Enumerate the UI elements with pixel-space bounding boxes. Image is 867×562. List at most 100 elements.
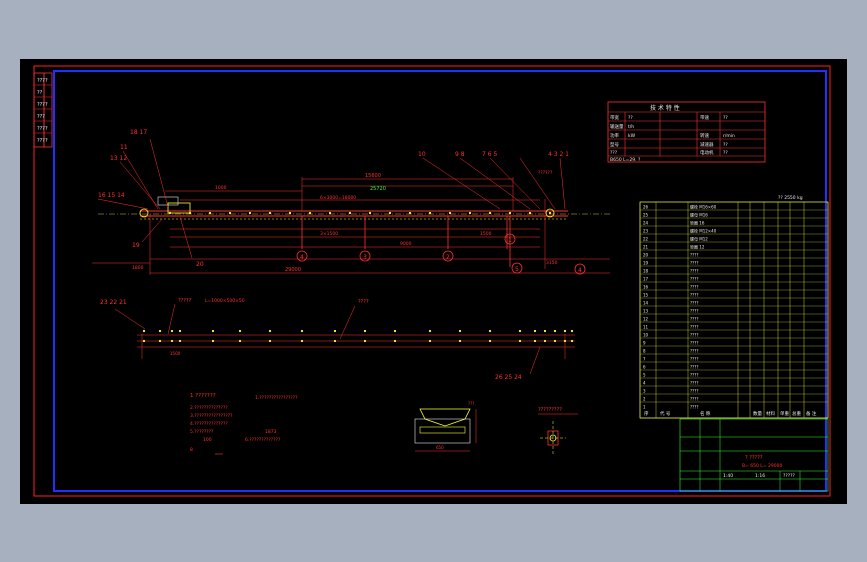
bom-row-index: 13 xyxy=(643,309,649,314)
bom-row-name: 螺母 M12 xyxy=(690,236,708,242)
head-pulley-icon xyxy=(545,208,555,218)
bom-row-name: ???? xyxy=(690,341,699,346)
bom-row-name: ???? xyxy=(690,309,699,314)
detail-title: ????????? xyxy=(538,407,562,413)
tech-spec-r3c3: ?? xyxy=(723,142,728,148)
idler-dot xyxy=(408,211,412,215)
support-dot xyxy=(363,339,367,343)
bom-row-index: 16 xyxy=(643,285,649,290)
support-dot xyxy=(142,339,146,343)
callout-18-17: 18 17 xyxy=(130,129,147,136)
bom-row-name: ???? xyxy=(690,269,699,274)
bom-header-3: 数量 xyxy=(753,410,762,417)
dim-height-left: 1800 xyxy=(132,265,144,271)
bom-row-index: 12 xyxy=(643,317,649,322)
bom-row-index: 5 xyxy=(643,373,646,378)
bom-weight-note: ?? 2550 kg xyxy=(778,195,803,201)
drawing-canvas: ???? ?? ???? ??? ???? ???? 技 术 特 性 带宽 ??… xyxy=(20,59,847,504)
axis-label-5: 4 xyxy=(578,267,582,274)
dim-spacing-a: 1000 xyxy=(215,185,227,191)
support-dot xyxy=(238,329,242,333)
title-scale-0: 1:40 xyxy=(723,473,733,479)
support-dot xyxy=(563,329,567,333)
idler-dot xyxy=(528,211,532,215)
support-dot xyxy=(393,329,397,333)
tech-spec-table: 技 术 特 性 带宽 ?? 带速 ?? 输送量 t/h 功率 kW 转速 r/m… xyxy=(607,101,766,163)
tech-spec-r3c0: 型号 xyxy=(610,141,619,148)
detail-view: ????????? xyxy=(538,407,578,455)
support-dot xyxy=(170,329,174,333)
feed-hopper xyxy=(167,202,191,214)
title-scale-2: ????? xyxy=(783,473,796,479)
axis-label-1: 3 xyxy=(363,254,367,261)
tech-spec-r4c0: ??? xyxy=(610,150,618,156)
cad-drawing: ???? ?? ???? ??? ???? ???? 技 术 特 性 带宽 ??… xyxy=(33,65,831,497)
support-dot xyxy=(142,329,146,333)
bom-row-index: 10 xyxy=(643,333,649,338)
bom-row-index: 11 xyxy=(643,325,649,330)
bom-row-index: 4 xyxy=(643,381,646,386)
tech-spec-r0c0: 带宽 xyxy=(610,114,619,121)
idler-dot xyxy=(428,211,432,215)
support-dot xyxy=(458,329,462,333)
notes-heading: 1 ??????? xyxy=(190,393,216,399)
callout-23-22-21: 23 22 21 xyxy=(100,299,127,306)
notes-number-0: 100 xyxy=(203,437,212,443)
tail-pulley-icon xyxy=(139,208,149,218)
technical-notes: 1 ??????? 1.???????????????? 2.?????????… xyxy=(190,393,298,455)
support-dot xyxy=(458,339,462,343)
support-dot xyxy=(363,329,367,333)
notes-number-2: 8 xyxy=(190,447,193,453)
note-a: L=1000×500×50 xyxy=(205,298,245,304)
bom-header-4: 材料 xyxy=(766,410,775,417)
bom-row-index: 17 xyxy=(643,277,649,282)
stamp-text-4: ???? xyxy=(37,126,48,132)
axis-label-4: 5 xyxy=(515,266,519,273)
title-block: ? ????? B= 650 L= 29000 1:40 1:16 ????? xyxy=(679,418,829,492)
dim-lower-1: 1500 xyxy=(480,231,492,237)
support-layout: 23 22 21 ????? L=1000×500×50 ???? 26 25 … xyxy=(100,298,575,381)
support-dot xyxy=(393,339,397,343)
callout-19: 19 xyxy=(132,242,140,249)
section-height: ??? xyxy=(468,401,474,406)
callout-7-6-5: 7 6 5 xyxy=(482,151,497,158)
idler-dot xyxy=(448,211,452,215)
bom-row-index: 1 xyxy=(643,405,646,410)
support-dot xyxy=(300,339,304,343)
idler-dot xyxy=(288,211,292,215)
support-dot xyxy=(178,329,182,333)
bom-row-index: 19 xyxy=(643,261,649,266)
support-dot xyxy=(158,329,162,333)
bom-row-index: 6 xyxy=(643,365,646,370)
support-dot xyxy=(428,339,432,343)
bom-row-index: 14 xyxy=(643,301,649,306)
idler-dot xyxy=(308,211,312,215)
support-dot xyxy=(533,339,537,343)
support-dot xyxy=(543,339,547,343)
bom-row-index: 15 xyxy=(643,293,649,298)
tech-spec-r0c1: ?? xyxy=(628,115,633,121)
callout-9-8: 9 8 xyxy=(455,151,465,158)
bom-header-1: 代 号 xyxy=(660,410,671,417)
callout-13-12: 13 12 xyxy=(110,155,127,162)
support-dot xyxy=(553,329,557,333)
section-width: 650 xyxy=(436,445,444,450)
stamp-text-1: ?? xyxy=(37,90,43,96)
bom-row-index: 22 xyxy=(643,237,649,242)
support-dot xyxy=(553,339,557,343)
idler-dot xyxy=(548,211,552,215)
support-dot xyxy=(333,329,337,333)
support-dot xyxy=(488,329,492,333)
tech-spec-r0c3: ?? xyxy=(723,115,728,121)
stamp-text-5: ???? xyxy=(37,138,48,144)
side-stamp: ???? ?? ???? ??? ???? ???? xyxy=(33,72,53,148)
label-a: ????? xyxy=(178,298,192,304)
support-dot xyxy=(518,329,522,333)
bom-row-index: 8 xyxy=(643,349,646,354)
bom-row-index: 25 xyxy=(643,213,649,218)
support-dot xyxy=(563,339,567,343)
tech-spec-footer: B650 L=29. ? xyxy=(610,157,641,163)
stamp-text-2: ???? xyxy=(37,102,48,108)
callout-4-3-2-1: 4 3 2 1 xyxy=(548,151,569,158)
